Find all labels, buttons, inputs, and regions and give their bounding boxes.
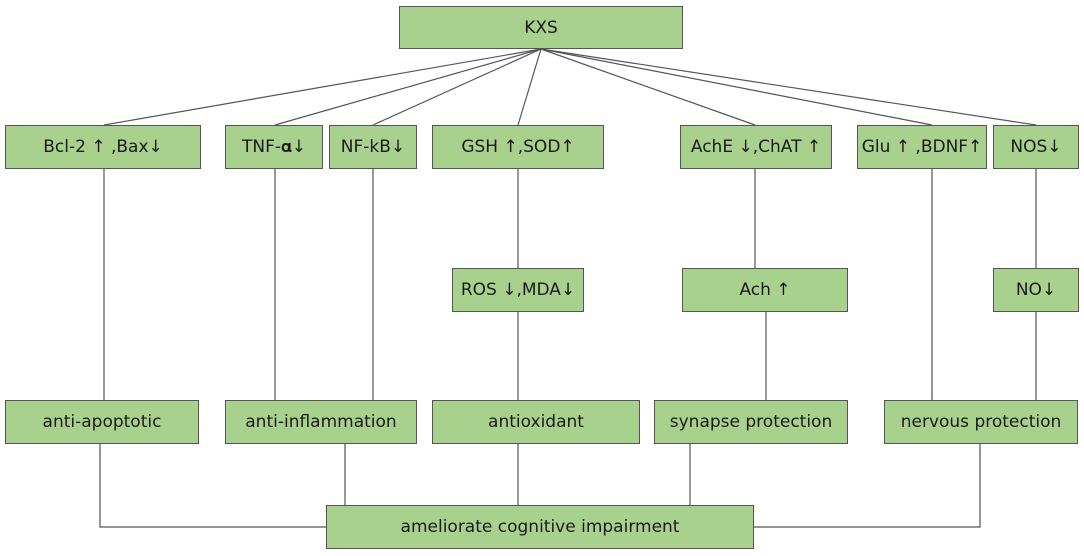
node-kxs: KXS xyxy=(399,6,683,49)
node-ros-mda: ROS ↓,MDA↓ xyxy=(452,268,584,312)
node-gsh-sod: GSH ↑,SOD↑ xyxy=(432,125,604,169)
edge-root-tnf xyxy=(274,48,542,126)
edge-root-nos xyxy=(540,48,1037,126)
edge-root-gsh xyxy=(517,48,542,126)
node-bcl2-bax: Bcl-2 ↑ ,Bax↓ xyxy=(5,125,201,169)
edge-apop-outcome xyxy=(99,444,326,528)
node-nervous-protection: nervous protection xyxy=(884,400,1078,444)
node-antioxidant: antioxidant xyxy=(432,400,640,444)
edge-root-ache xyxy=(540,48,756,126)
node-no: NO↓ xyxy=(993,268,1079,312)
edge-root-nfkb xyxy=(372,48,542,126)
edge-root-glu xyxy=(540,48,933,126)
node-ach: Ach ↑ xyxy=(682,268,848,312)
edge-nervous-outcome xyxy=(754,444,981,528)
node-tnf-alpha: TNF-𝛂↓ xyxy=(225,125,323,169)
node-nos: NOS↓ xyxy=(993,125,1079,169)
node-nf-kb: NF-kB↓ xyxy=(329,125,417,169)
node-synapse-protection: synapse protection xyxy=(654,400,848,444)
node-anti-inflammation: anti-inflammation xyxy=(225,400,417,444)
node-outcome: ameliorate cognitive impairment xyxy=(326,505,754,549)
node-glu-bdnf: Glu ↑ ,BDNF↑ xyxy=(857,125,987,169)
node-anti-apoptotic: anti-apoptotic xyxy=(5,400,199,444)
node-ache-chat: AchE ↓,ChAT ↑ xyxy=(680,125,832,169)
edge-root-bcl2 xyxy=(103,48,542,126)
